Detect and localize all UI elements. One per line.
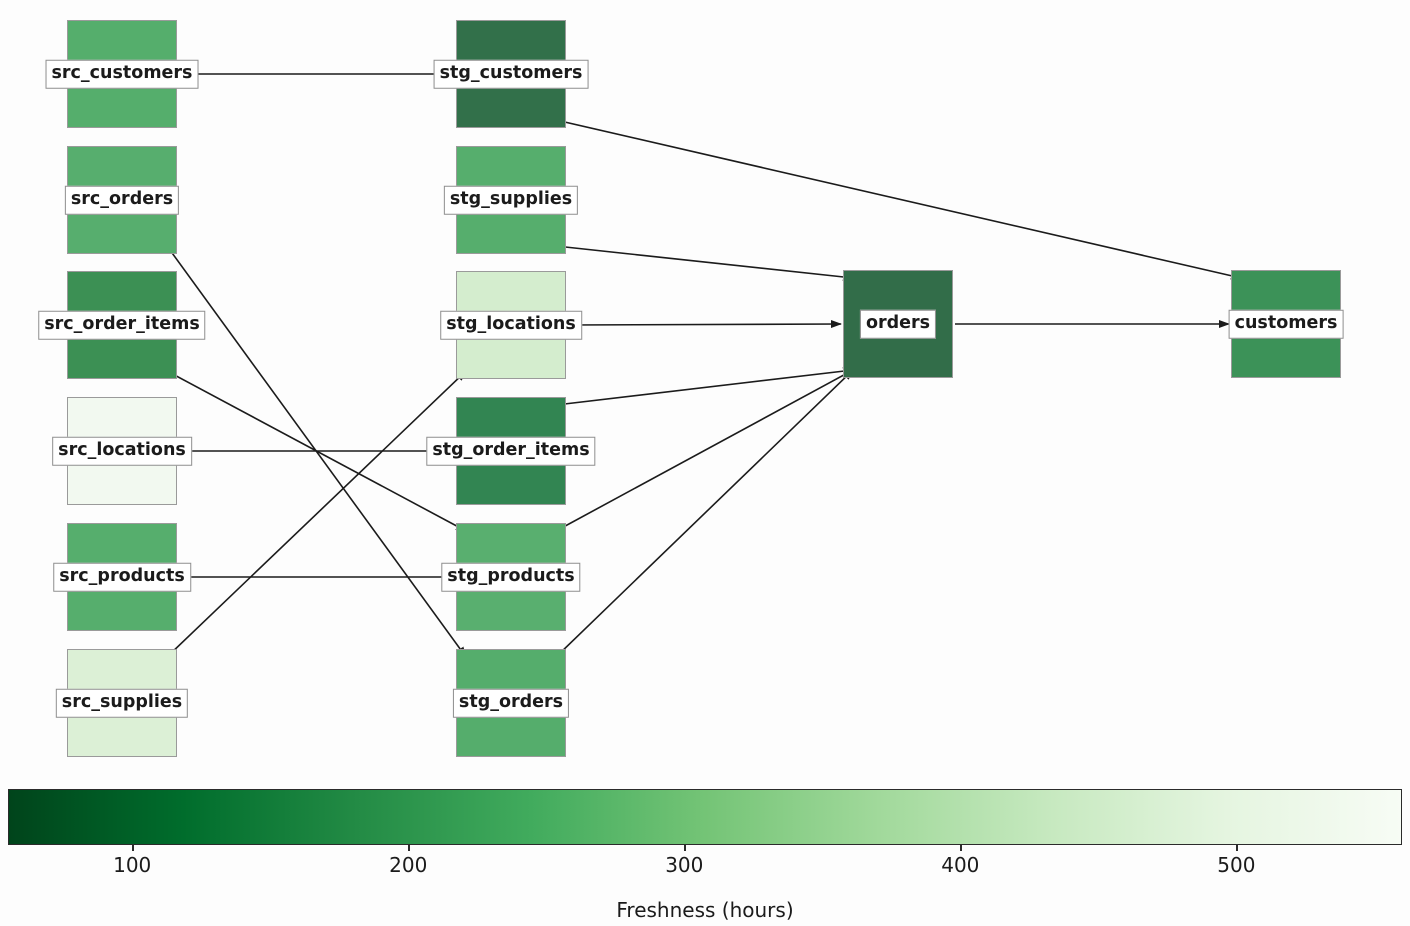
edge-stg_products-to-orders: [555, 369, 854, 532]
node-label-src_supplies[interactable]: src_supplies: [55, 688, 189, 718]
node-label-orders[interactable]: orders: [859, 309, 937, 339]
edge-src_supplies-to-stg_locations: [166, 370, 467, 658]
node-label-src_locations[interactable]: src_locations: [52, 436, 192, 466]
node-label-src_order_items[interactable]: src_order_items: [38, 310, 206, 340]
node-label-customers[interactable]: customers: [1228, 309, 1344, 339]
colorbar-tick-label: 500: [1217, 853, 1256, 877]
edge-stg_supplies-to-orders: [555, 245, 854, 281]
edge-group: [166, 73, 1242, 658]
colorbar-tick-label: 300: [665, 853, 704, 877]
colorbar-tick-mark: [960, 845, 962, 851]
colorbar-tick-mark: [1236, 845, 1238, 851]
colorbar-tick-label: 400: [941, 853, 980, 877]
edge-stg_locations-to-orders: [567, 320, 842, 329]
edge-stg_order_items-to-orders: [555, 367, 854, 406]
node-label-stg_locations[interactable]: stg_locations: [440, 310, 582, 340]
colorbar-title: Freshness (hours): [616, 898, 794, 922]
node-label-src_orders[interactable]: src_orders: [64, 185, 180, 215]
edge-stg_orders-to-orders: [555, 369, 854, 658]
colorbar: [8, 789, 1402, 845]
colorbar-tick-mark: [132, 845, 134, 851]
colorbar-tick-label: 200: [389, 853, 428, 877]
colorbar-tick-mark: [684, 845, 686, 851]
node-label-stg_products[interactable]: stg_products: [441, 562, 581, 592]
node-label-stg_supplies[interactable]: stg_supplies: [443, 185, 579, 215]
node-label-stg_order_items[interactable]: stg_order_items: [426, 436, 596, 466]
node-label-src_products[interactable]: src_products: [53, 562, 191, 592]
colorbar-tick-mark: [408, 845, 410, 851]
node-label-src_customers[interactable]: src_customers: [45, 59, 199, 89]
edge-stg_customers-to-customers: [555, 119, 1242, 280]
node-label-stg_orders[interactable]: stg_orders: [452, 688, 570, 718]
colorbar-gradient: [8, 789, 1402, 845]
colorbar-tick-label: 100: [113, 853, 152, 877]
node-label-stg_customers[interactable]: stg_customers: [433, 59, 589, 89]
